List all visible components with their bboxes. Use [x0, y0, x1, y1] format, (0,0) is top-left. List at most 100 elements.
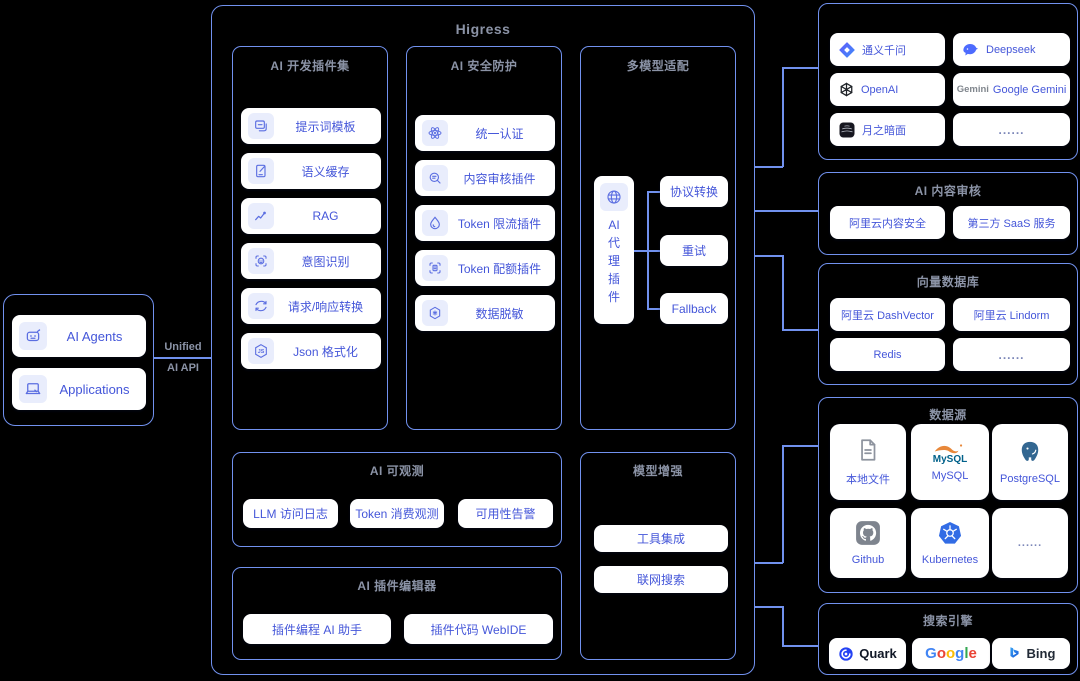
- observability-title: AI 可观测: [369, 464, 425, 478]
- higress-box: Higress: [211, 5, 755, 675]
- card-moonshot: 月之暗面: [830, 113, 945, 146]
- security-title: AI 安全防护: [450, 59, 518, 73]
- proxy-branch-line: [647, 191, 660, 193]
- model-enhance-panel: 模型增强 工具集成 联网搜索: [580, 452, 736, 660]
- card-tool-integration: 工具集成: [594, 525, 728, 552]
- card-llm-access-log: LLM 访问日志: [243, 499, 338, 528]
- card-content-review: 内容审核插件: [415, 160, 555, 196]
- content-review-box: AI 内容审核 阿里云内容安全 第三方 SaaS 服务: [818, 172, 1078, 255]
- card-retry: 重试: [660, 235, 728, 266]
- connector-content-review: [755, 210, 818, 212]
- higress-title: Higress: [455, 21, 511, 37]
- card-token-quota: Token 配额插件: [415, 250, 555, 286]
- card-more-data-sources: ......: [992, 508, 1068, 578]
- connector-providers: [755, 166, 783, 168]
- data-sources-title: 数据源: [929, 408, 967, 422]
- card-aliyun-content-safety: 阿里云内容安全: [830, 206, 945, 239]
- github-icon: [855, 520, 881, 549]
- connector-providers: [782, 67, 784, 167]
- card-more-vector-db: ......: [953, 338, 1070, 371]
- unified-label: Unified: [164, 341, 202, 353]
- robot-icon: [19, 322, 47, 350]
- proxy-branch-line: [647, 308, 660, 310]
- plugin-editor-panel: AI 插件编辑器 插件编程 AI 助手 插件代码 WebIDE: [232, 567, 562, 660]
- tongyi-icon: [838, 41, 856, 59]
- search-engines-title: 搜索引擎: [922, 614, 973, 628]
- card-redis: Redis: [830, 338, 945, 371]
- ai-proxy-plugin-label: AI 代理插件: [607, 218, 620, 304]
- connector-data-sources: [782, 445, 818, 447]
- connector-search-engines: [755, 606, 783, 608]
- proxy-branch-line: [634, 250, 660, 252]
- globe-icon: [600, 183, 628, 211]
- observability-panel: AI 可观测 LLM 访问日志 Token 消费观测 可用性告警: [232, 452, 562, 547]
- model-enhance-title: 模型增强: [632, 464, 683, 478]
- ai-agents-card: AI Agents: [12, 315, 146, 357]
- card-postgresql: PostgreSQL: [992, 424, 1068, 500]
- card-token-consumption: Token 消费观测: [350, 499, 444, 528]
- connector-vector-db: [782, 255, 784, 330]
- card-token-rate-limit: Token 限流插件: [415, 205, 555, 241]
- client-gateway-connector: [154, 357, 211, 359]
- quark-icon: [838, 646, 854, 662]
- vector-db-title: 向量数据库: [916, 275, 980, 289]
- dev-plugins-panel: AI 开发插件集 提示词模板 语义缓存 RAG: [232, 46, 388, 430]
- card-plugin-webide: 插件代码 WebIDE: [404, 614, 553, 644]
- multi-model-panel: 多模型适配 AI 代理插件 协议转换 重试 Fallback: [580, 46, 736, 430]
- card-google: Google: [912, 638, 990, 669]
- card-request-response-transform: 请求/响应转换: [241, 288, 381, 324]
- connector-data-sources: [782, 445, 784, 563]
- card-thirdparty-saas: 第三方 SaaS 服务: [953, 206, 1070, 239]
- json-format-icon: JS: [248, 338, 274, 364]
- unified-auth-icon: [422, 120, 448, 146]
- laptop-icon: [19, 375, 47, 403]
- connector-providers: [782, 67, 818, 69]
- card-deepseek: Deepseek: [953, 33, 1070, 66]
- data-sources-box: 数据源 本地文件 MySQL MySQL: [818, 397, 1078, 593]
- gemini-icon: Gemini: [956, 84, 989, 95]
- card-more-providers: ......: [953, 113, 1070, 146]
- multi-model-title: 多模型适配: [626, 59, 690, 73]
- card-bing: Bing: [992, 638, 1070, 669]
- card-data-masking: 数据脱敏: [415, 295, 555, 331]
- kubernetes-icon: [937, 520, 963, 549]
- card-intent-recognition: 意图识别: [241, 243, 381, 279]
- postgresql-icon: [1017, 439, 1043, 468]
- applications-label: Applications: [59, 381, 130, 397]
- card-protocol-transform: 协议转换: [660, 176, 728, 207]
- card-fallback: Fallback: [660, 293, 728, 324]
- card-local-file: 本地文件: [830, 424, 906, 500]
- card-github: Github: [830, 508, 906, 578]
- connector-search-engines: [782, 606, 784, 646]
- token-quota-icon: [422, 255, 448, 281]
- google-icon: Google: [925, 645, 977, 662]
- connector-vector-db: [755, 255, 783, 257]
- model-providers-box: 通义千问 Deepseek OpenAI Gemini Google Gem: [818, 3, 1078, 160]
- ai-agents-label: AI Agents: [66, 328, 123, 344]
- card-tongyi: 通义千问: [830, 33, 945, 66]
- card-semantic-cache: 语义缓存: [241, 153, 381, 189]
- search-engines-box: 搜索引擎 Quark Google: [818, 603, 1078, 675]
- mysql-icon: MySQL: [933, 442, 967, 465]
- intent-recognition-icon: [248, 248, 274, 274]
- moonshot-icon: [838, 121, 856, 139]
- request-response-transform-icon: [248, 293, 274, 319]
- ai-api-label: AI API: [167, 362, 199, 374]
- rag-icon: [248, 203, 274, 229]
- svg-text:JS: JS: [258, 349, 265, 355]
- token-rate-limit-icon: [422, 210, 448, 236]
- data-masking-icon: [422, 300, 448, 326]
- card-google-gemini: Gemini Google Gemini: [953, 73, 1070, 106]
- content-review-title: AI 内容审核: [914, 184, 982, 198]
- card-lindorm: 阿里云 Lindorm: [953, 298, 1070, 331]
- card-openai: OpenAI: [830, 73, 945, 106]
- card-mysql: MySQL MySQL: [911, 424, 989, 500]
- card-availability-alert: 可用性告警: [458, 499, 553, 528]
- semantic-cache-icon: [248, 158, 274, 184]
- deepseek-icon: [961, 40, 980, 59]
- card-unified-auth: 统一认证: [415, 115, 555, 151]
- content-review-icon: [422, 165, 448, 191]
- card-web-search: 联网搜索: [594, 566, 728, 593]
- openai-icon: [838, 81, 855, 98]
